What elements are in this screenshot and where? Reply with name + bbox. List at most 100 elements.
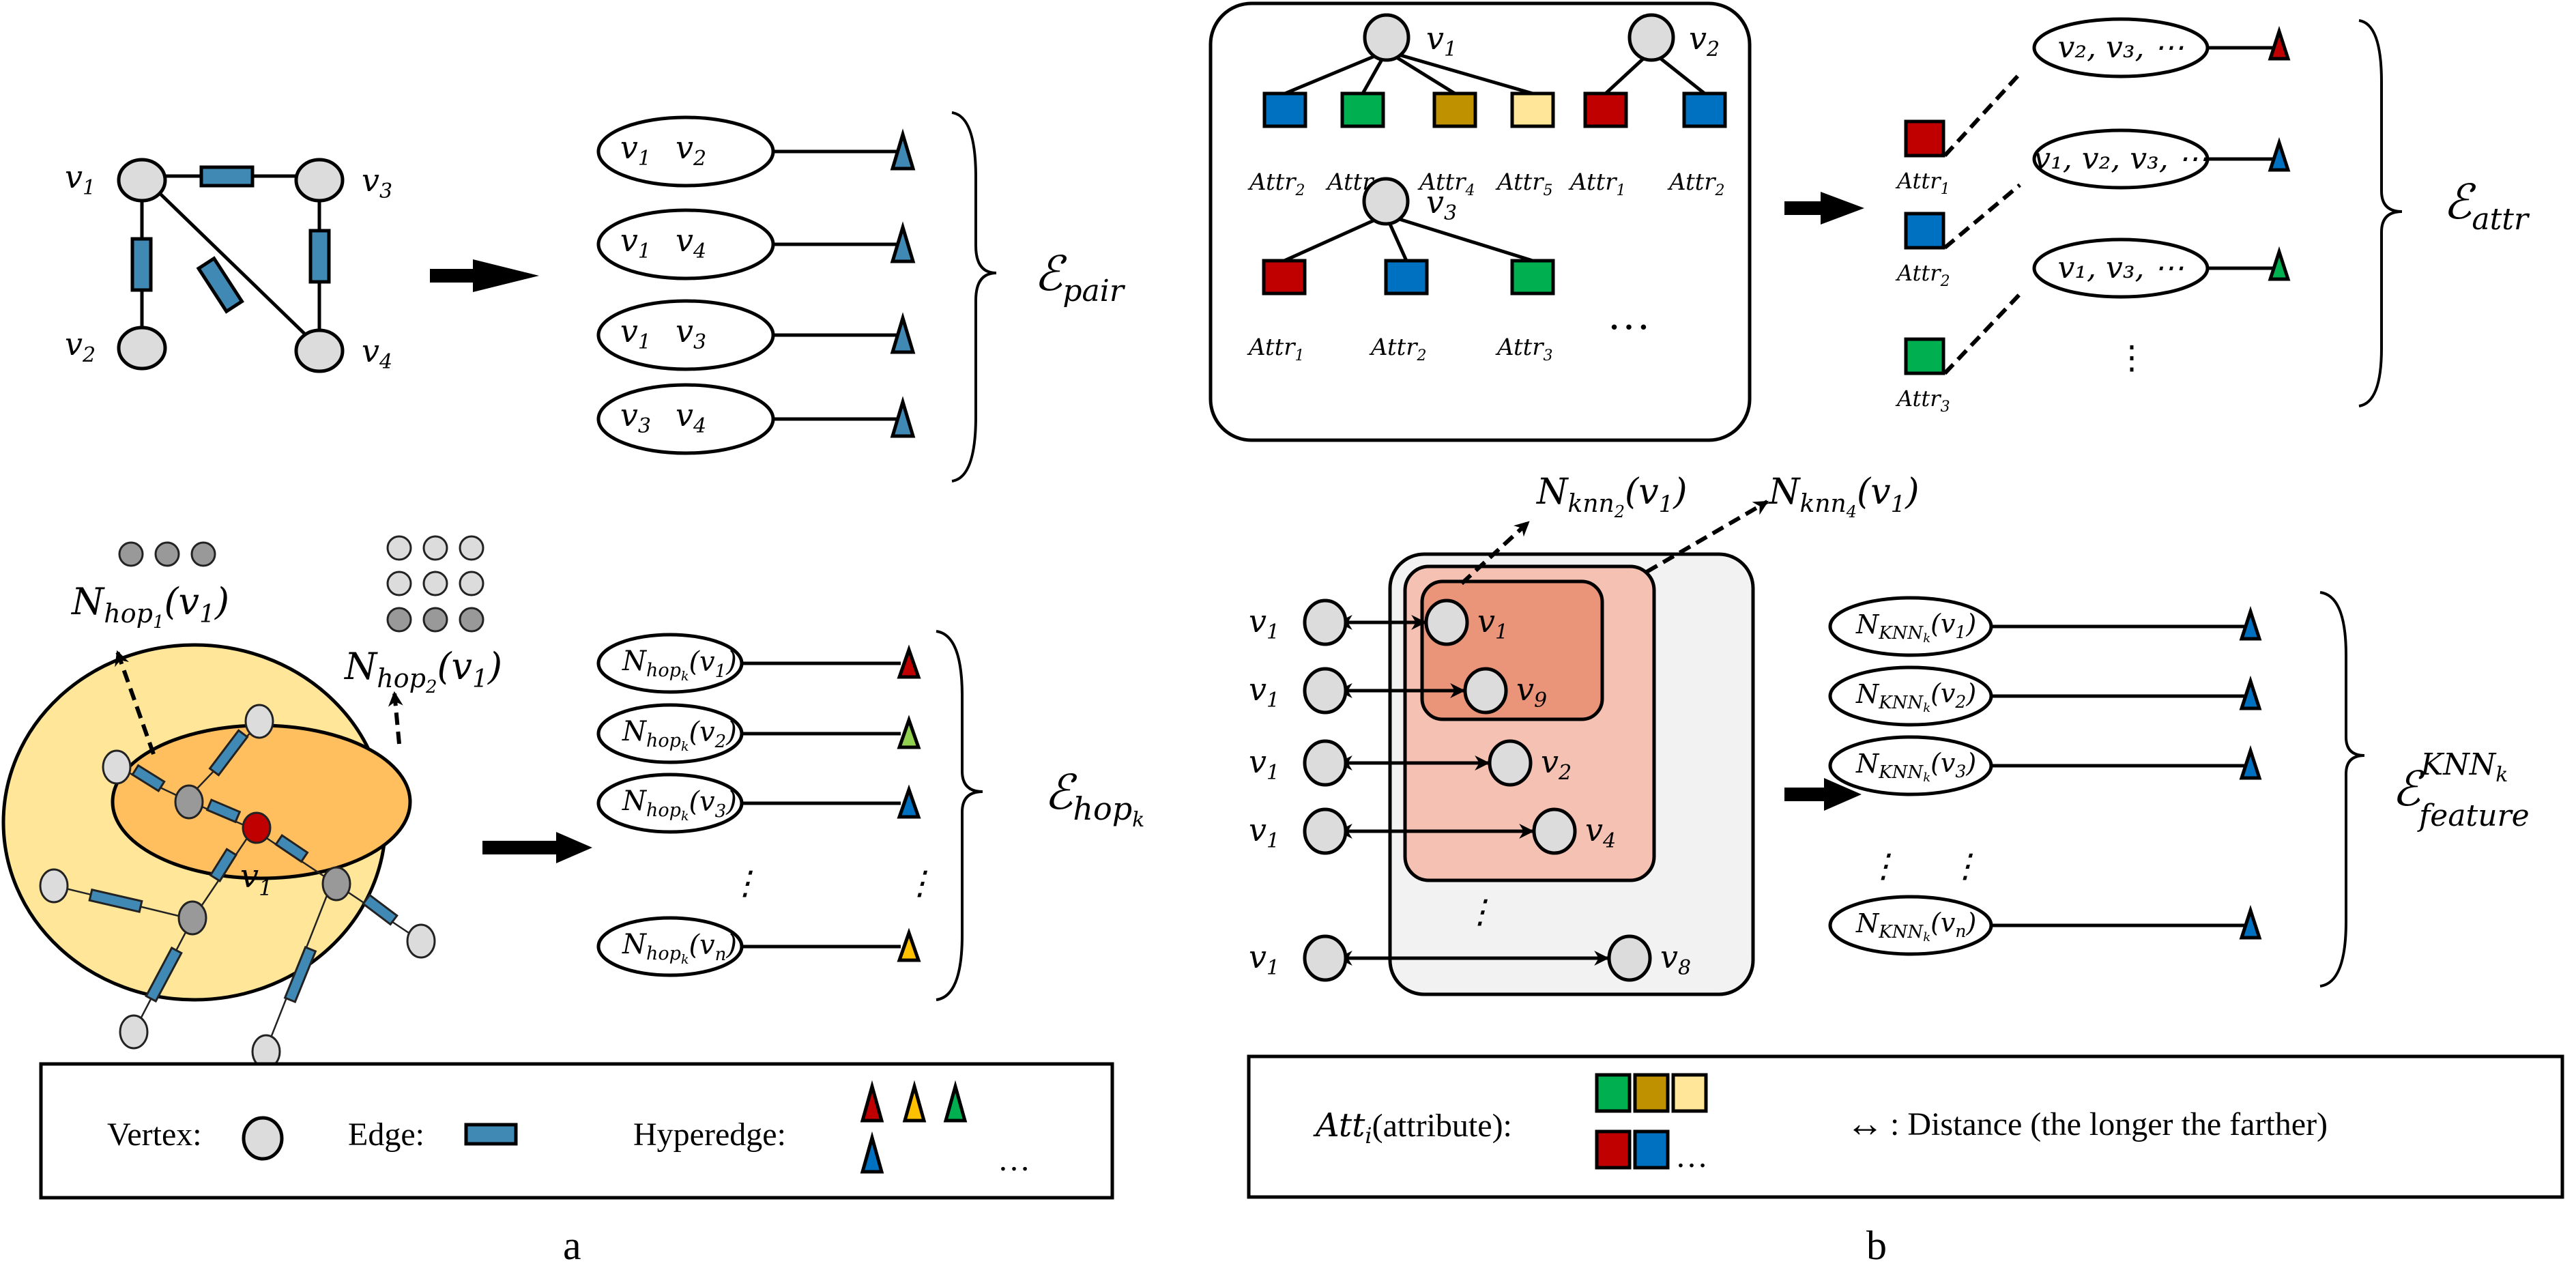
source-vertex [1303,667,1348,715]
legend-attr-label: Atti(attribute): [1313,1106,1512,1149]
hop-hyperedge-list: Nhopk(v1) Nhopk(v2) Nhopk(v3) Nhopk(vn) [596,633,921,977]
source-vertex-label: v1 [1249,671,1279,712]
source-vertex [1303,739,1348,787]
knn-vertical-ellipsis-1: ⋮ [1867,847,1900,885]
hyperedge-label: Nhopk(vn) [622,929,737,967]
nhop2-pointer [388,691,403,745]
nhop1-label: Nhop1(v1) [70,580,229,633]
edge-v1-v3 [199,165,255,188]
hyperedge-label: Nhopk(v2) [622,716,737,754]
attribute-label: Attr1 [1568,169,1626,199]
neighbor-vertex [1463,667,1508,715]
pair-set-label: ℰpair [1034,246,1126,308]
attr-tree-vertex-label: v3 [1426,184,1457,225]
hyperedge-icon [897,715,921,749]
legend-vertex-icon [242,1116,284,1161]
knn-set-sub: feature [2417,798,2530,833]
attribute-square [1510,91,1555,128]
legend-green-hyperedge-icon [943,1080,968,1123]
hop-hyperedge: Nhopk(v1) [596,633,921,694]
center-vertex-v1 [242,811,272,844]
knn-hyperedge: NKNNk(vn) [1828,895,2262,956]
hyperedge-label: NKNNk(v2) [1855,678,1976,715]
attribute-label: Attr1 [1895,168,1950,198]
caption-b: b [1866,1223,1887,1268]
attribute-square [1432,91,1477,128]
label-v4: v4 [362,332,392,374]
legend-edge-label: Edge: [348,1116,424,1153]
attr-tree-vertex-label: v2 [1689,20,1720,61]
hop-vertical-ellipsis-1: ⋮ [729,864,762,902]
legend-a: Vertex: Edge: Hyperedge: … [39,1062,1114,1200]
attr-brace [2358,19,2403,407]
hyperedge-label: NKNNk(v1) [1855,609,1976,646]
legend-attribute-square [1633,1073,1670,1113]
nknn4-pointer [1645,500,1769,574]
hyperedge-icon [2268,25,2291,61]
hop1-dots [118,541,216,567]
attr-trees: v1Attr2Attr3Attr4Attr5v2Attr1Attr2v3Attr… [1247,13,1727,364]
hyperedge-label: NKNNk(vn) [1855,908,1976,945]
hop-arrow-icon [482,832,592,863]
attr-set-label: ℰattr [2443,174,2530,237]
attr-trees-ellipsis: … [1607,290,1651,338]
knn-arrow-icon [1784,778,1862,811]
attr-tree-box [1209,1,1752,442]
neighbor-vertex [1488,739,1533,787]
attribute-label: Attr5 [1495,169,1553,199]
hop-hyperedge: Nhopk(v3) [596,773,921,834]
hop-neighbourhood: v1 [1,643,436,1069]
source-vertex [1303,934,1348,982]
attribute-label: Attr4 [1417,169,1475,199]
hop-vertical-ellipsis-2: ⋮ [903,864,936,902]
nknn2-pointer [1460,520,1531,586]
caption-a: a [563,1223,581,1268]
legend-vertex-label: Vertex: [107,1116,202,1153]
legend-attribute-square [1633,1129,1670,1170]
attribute-square [1384,259,1429,296]
edge-v1-v4 [196,256,244,314]
knn-distance-row: v1 v2 [1249,739,1572,787]
nhop2-label: Nhop2(v1) [343,645,502,697]
attr-tree: v1Attr2Attr3Attr4Attr5 [1247,13,1555,199]
knn-hyperedge-list: NKNNk(v1)NKNNk(v2)NKNNk(v3)NKNNk(vn) [1828,596,2262,956]
hyperedge-icon [2268,246,2291,281]
knn-distance-row: v1 v9 [1249,667,1547,715]
legend-edge-icon [464,1123,518,1146]
legend-b: Atti(attribute): … ↔ : Distance (the lon… [1247,1054,2564,1199]
neighbor-vertex-label: v9 [1516,671,1547,712]
hop-set-label: ℰhopk [1044,764,1144,832]
knn-set-label: ℰKNNk [2392,747,2508,817]
hop-hyperedge: Nhopk(v2) [596,703,921,764]
nknn4-label: Nknn4(v1) [1767,472,1920,521]
attr-hyperedge: v₂, v₃, ⋯ Attr1 [1895,17,2291,198]
knn-vertical-ellipsis-2: ⋮ [1949,847,1982,885]
attribute-label: Attr2 [1895,260,1950,290]
legend-yellow-hyperedge-icon [902,1080,927,1123]
source-vertex-label: v1 [1249,743,1279,785]
legend-hyperedge-label: Hyperedge: [633,1116,786,1153]
neighbor-vertex-label: v2 [1541,743,1572,785]
hop-hyperedge: Nhopk(vn) [596,916,921,977]
legend-blue-hyperedge-icon [860,1131,884,1174]
vertex-v3 [294,158,345,203]
source-vertex [1303,807,1348,855]
attr-tree-vertex [1362,177,1410,226]
source-vertex-label: v1 [1249,603,1279,644]
attr-members: v₂, v₃, ⋯ [2058,30,2184,65]
hyperedge-icon [2268,136,2291,172]
pair-brace [951,111,997,482]
hyperedge-icon [890,128,916,171]
legend-distance-icon: ↔ [1846,1103,1884,1145]
